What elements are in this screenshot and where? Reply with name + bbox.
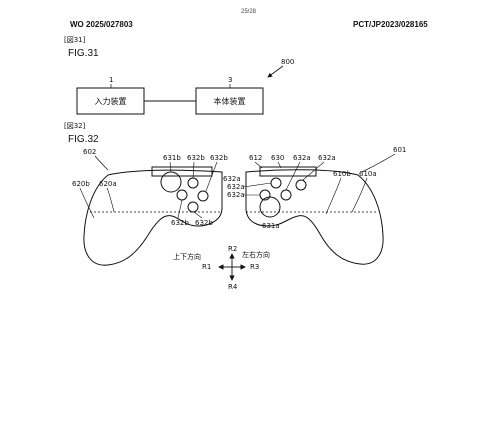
right-controller bbox=[245, 166, 384, 265]
left-controller-body bbox=[83, 169, 223, 266]
fig31-title: FIG.31 bbox=[68, 48, 99, 59]
label-620b: 620b bbox=[72, 180, 90, 188]
label-632b-bottom1: 632b bbox=[171, 219, 189, 227]
left-top-rail bbox=[151, 166, 213, 177]
label-632a-left1: 632a bbox=[227, 183, 245, 191]
right-top-rail bbox=[259, 166, 317, 177]
left-stick-631b bbox=[160, 171, 182, 193]
input-device-ref: 1 bbox=[109, 76, 113, 84]
right-stick-631a bbox=[259, 196, 281, 218]
left-controller-ref: 602 bbox=[83, 148, 96, 156]
dir-r4: R4 bbox=[228, 283, 238, 291]
left-button-top bbox=[187, 177, 199, 189]
label-632a-top2: 632a bbox=[318, 154, 336, 162]
system-ref-arrow bbox=[267, 65, 284, 78]
system-ref-800: 800 bbox=[281, 58, 294, 66]
dir-r2: R2 bbox=[228, 245, 237, 253]
input-device-label: 入力装置 bbox=[95, 96, 127, 106]
right-controller-body bbox=[245, 169, 384, 265]
fig31-tag: [図31] bbox=[64, 36, 86, 44]
label-632b-top1: 632b bbox=[187, 154, 205, 162]
fig32-tag: [図32] bbox=[64, 122, 86, 130]
dir-up-down-label: 上下方向 bbox=[173, 252, 201, 261]
main-device-ref: 3 bbox=[228, 76, 232, 84]
left-button-left bbox=[176, 189, 188, 201]
left-button-bottom bbox=[187, 201, 199, 213]
main-device-box bbox=[195, 87, 264, 115]
label-610a: 610a bbox=[359, 170, 377, 178]
label-630: 630 bbox=[271, 154, 284, 162]
application-number: PCT/JP2023/028165 bbox=[353, 20, 428, 29]
right-controller-ref: 601 bbox=[393, 146, 406, 154]
label-620a: 620a bbox=[99, 180, 117, 188]
dir-r1: R1 bbox=[202, 263, 211, 271]
label-632a-left2: 632a bbox=[227, 191, 245, 199]
right-button-right bbox=[280, 189, 292, 201]
right-button-top bbox=[270, 177, 282, 189]
label-631b: 631b bbox=[163, 154, 181, 162]
dir-r3: R3 bbox=[250, 263, 259, 271]
main-device-label: 本体装置 bbox=[214, 96, 246, 106]
page-number: 25/28 bbox=[241, 9, 257, 15]
label-612: 612 bbox=[249, 154, 262, 162]
label-632a-center: 632a bbox=[223, 175, 241, 183]
label-610b: 610b bbox=[333, 170, 351, 178]
label-632a-top1: 632a bbox=[293, 154, 311, 162]
fig32-title: FIG.32 bbox=[68, 134, 99, 145]
label-632b-top2: 632b bbox=[210, 154, 228, 162]
direction-indicator: R2 R4 R1 R3 上下方向 左右方向 bbox=[173, 245, 270, 291]
label-631a: 631a bbox=[262, 222, 280, 230]
left-button-right bbox=[197, 190, 209, 202]
right-button-extra bbox=[295, 179, 307, 191]
dir-left-right-label: 左右方向 bbox=[242, 250, 270, 259]
label-632b-bottom2: 632b bbox=[195, 219, 213, 227]
publication-number: WO 2025/027803 bbox=[70, 20, 133, 29]
